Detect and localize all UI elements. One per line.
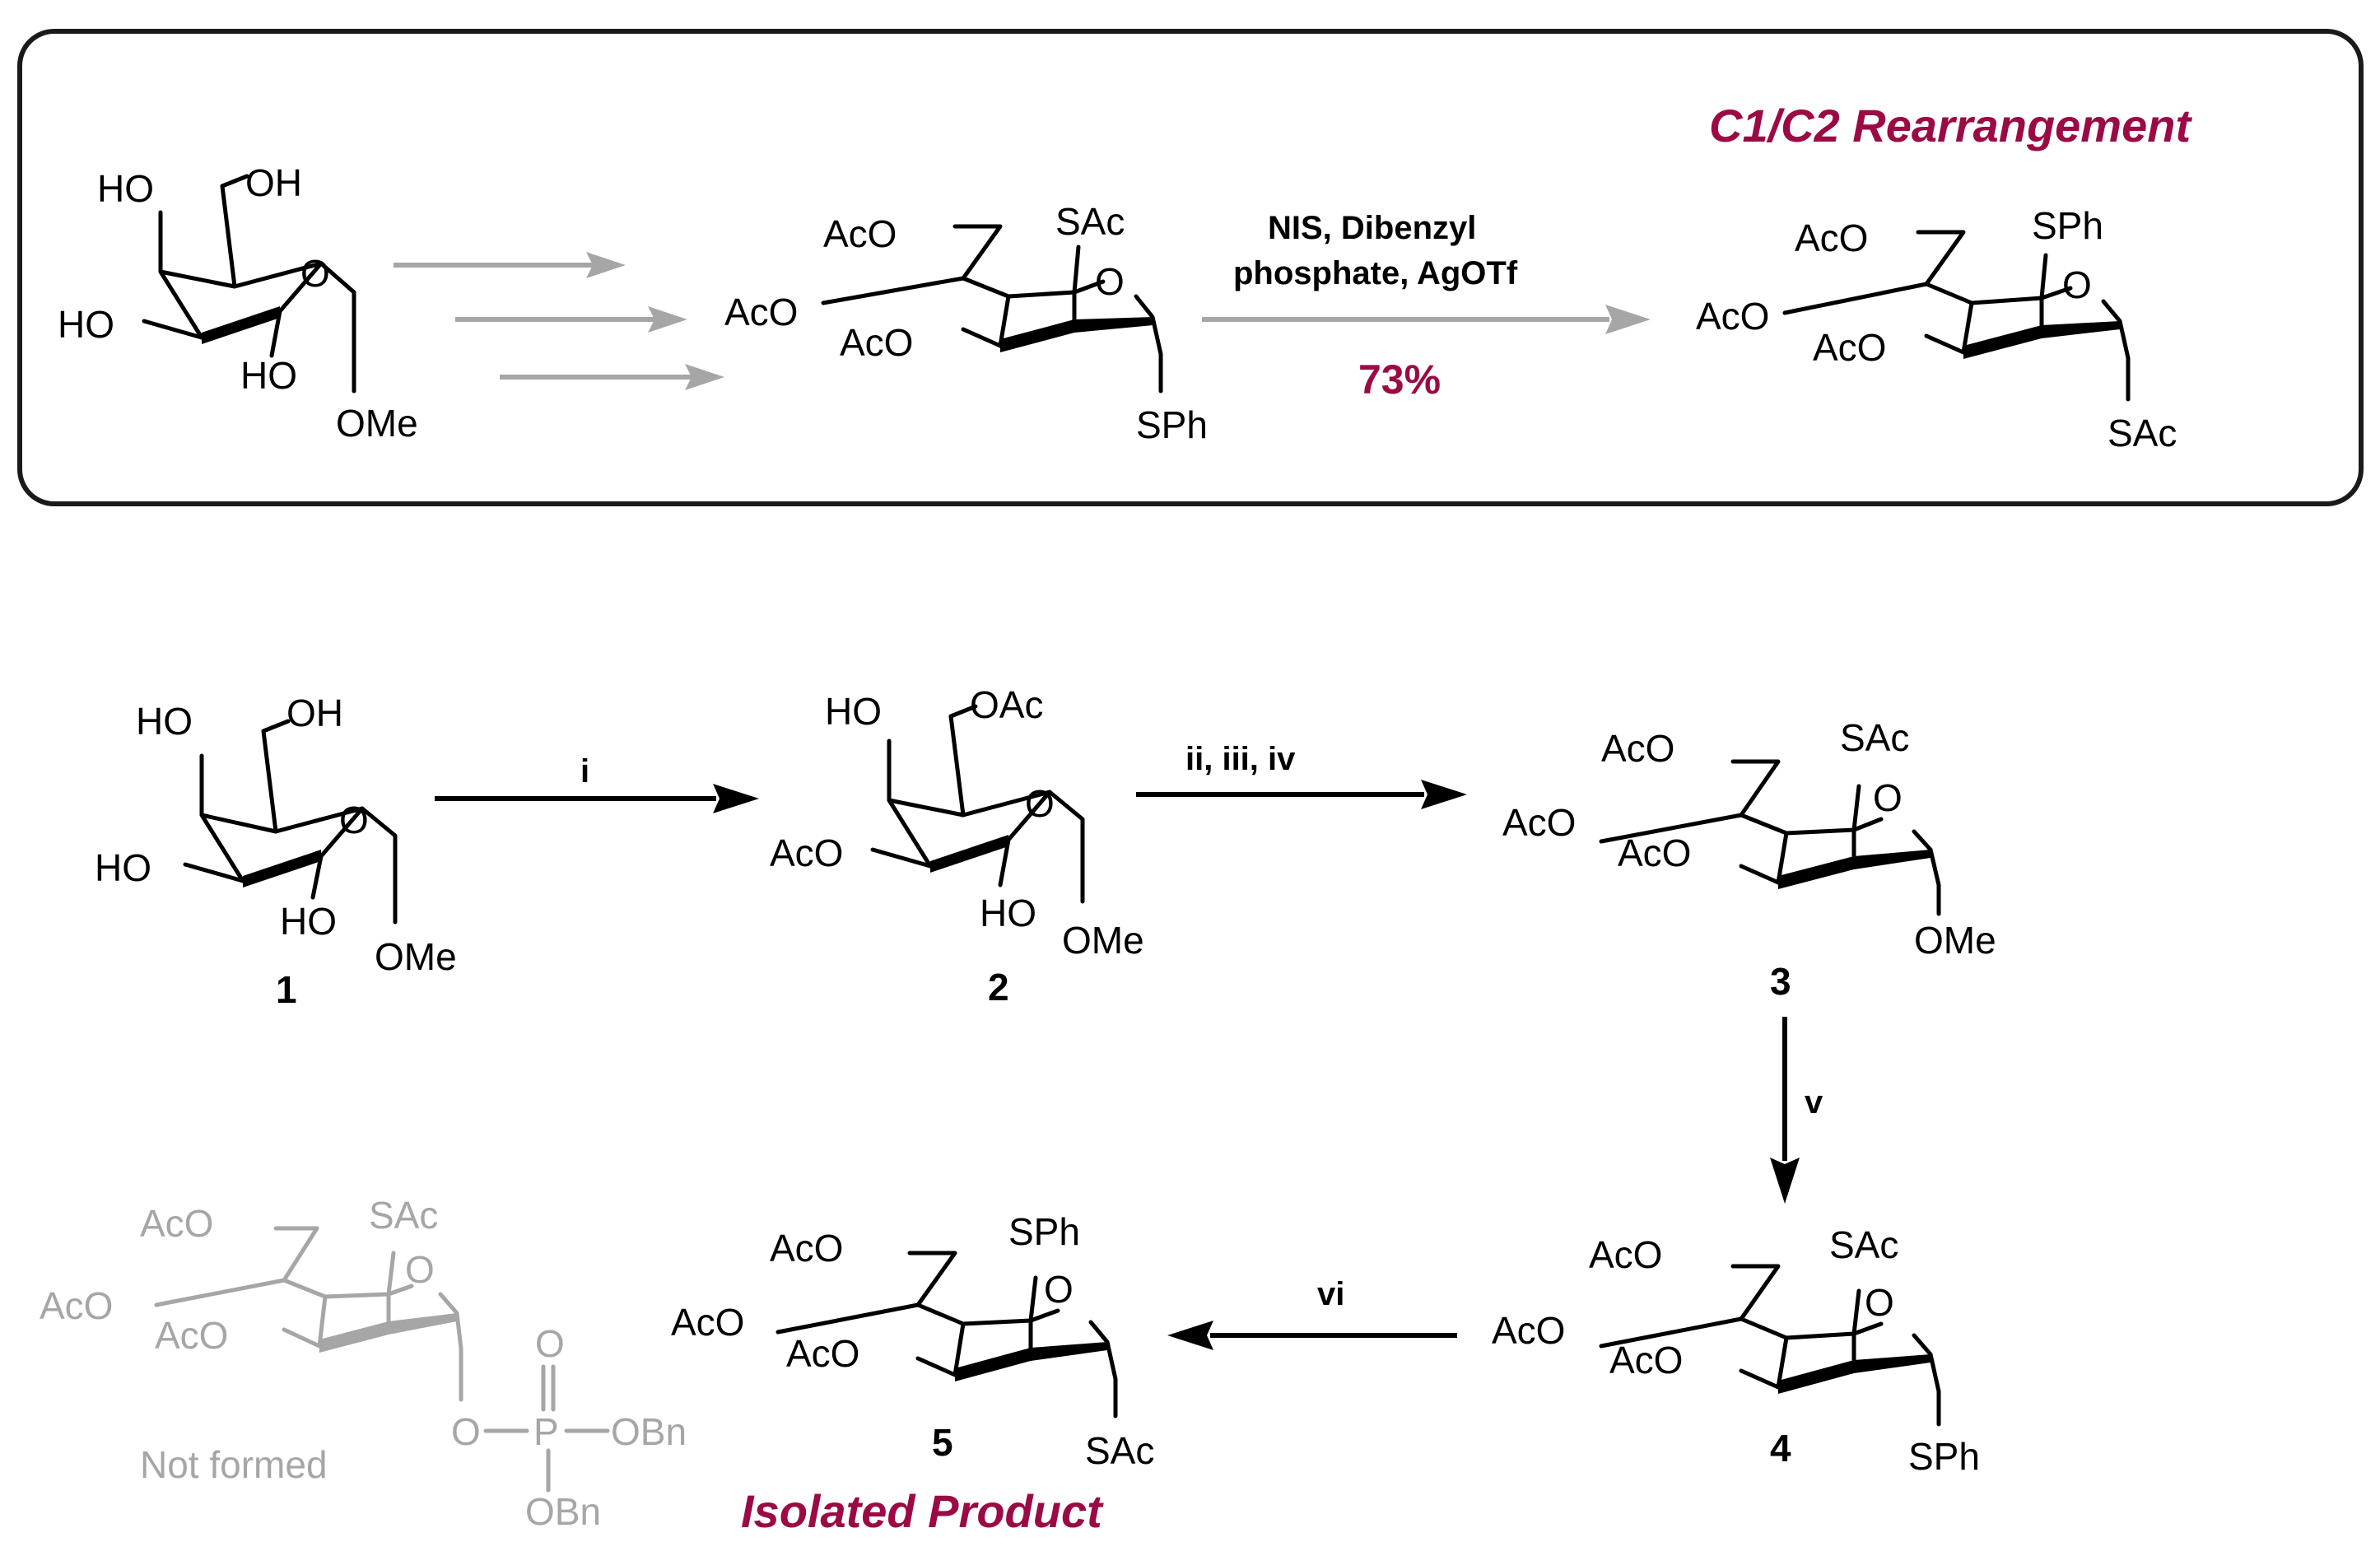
atom-label: AcO [40,1284,113,1327]
atom-label: O [300,252,330,295]
atom-label: SPh [1008,1210,1080,1253]
atom-label: ii, iii, iv [1185,741,1296,777]
step-arrow-vi: vi [1167,1276,1457,1350]
atom-label: HO [58,303,114,346]
atom-label: i [580,753,589,790]
atom-label: AcO [1601,727,1674,770]
atom-label: 5 [932,1421,953,1464]
atom-label: 2 [988,966,1009,1009]
atom-label: O [535,1322,565,1365]
atom-label: HO [95,846,151,889]
atom-label: OBn [525,1490,601,1533]
atom-label: AcO [1696,295,1769,338]
compound-1: HO OH O HO HO OMe 1 [95,692,457,1011]
atom-label: P [533,1410,559,1453]
atom-label: SAc [1840,716,1909,759]
atom-label: NIS, Dibenzyl [1268,210,1476,246]
atom-label: HO [825,690,882,733]
atom-label: O [2062,263,2092,306]
atom-label: v [1805,1084,1823,1120]
atom-label: OH [286,692,343,734]
atom-label: OBn [611,1410,687,1453]
atom-label: O [339,799,369,841]
not-formed-caption: Not formed [140,1443,328,1486]
atom-label: AcO [1589,1233,1662,1276]
atom-label: 4 [1770,1427,1791,1470]
atom-label: O [1873,776,1903,819]
atom-label: AcO [840,321,913,364]
box-title: C1/C2 Rearrangement [1709,100,2192,151]
box-start-galactoside: HO OH O HO HO OMe [58,161,418,445]
box-reaction-arrow: NIS, Dibenzyl phosphate, AgOTf 73% [1202,210,1651,403]
summary-box [17,29,2364,506]
atom-label: HO [280,900,337,943]
atom-label: AcO [1813,326,1886,369]
atom-label: OMe [1914,919,1996,962]
step-arrow-ii-iii-iv: ii, iii, iv [1136,741,1467,809]
atom-label: HO [97,167,154,210]
atom-label: vi [1317,1276,1344,1312]
compound-3: AcO SAc O AcO AcO OMe 3 [1502,716,1996,1003]
atom-label: O [451,1410,481,1453]
compound-2: HO OAc O AcO HO OMe 2 [770,683,1144,1009]
atom-label: HO [136,700,193,743]
atom-label: SPh [1136,403,1208,446]
box-intermediate: AcO SAc O AcO AcO SPh [724,200,1208,446]
box-yield: 73% [1358,356,1441,403]
atom-label: 1 [276,968,297,1011]
atom-label: OAc [970,683,1043,726]
atom-label: O [1044,1268,1074,1311]
atom-label: AcO [155,1314,228,1357]
atom-label: O [1025,782,1055,825]
atom-label: AcO [1502,801,1576,844]
atom-label: O [405,1248,435,1291]
phosphate-not-formed: AcO SAc O AcO AcO O P O OBn OBn Not form… [40,1194,687,1533]
isolated-product-caption: Isolated Product [741,1485,1104,1537]
atom-label: SAc [2108,412,2177,454]
box-product: AcO SPh O AcO AcO SAc [1696,204,2177,454]
atom-label: AcO [1609,1339,1683,1381]
atom-label: AcO [140,1202,213,1245]
atom-label: SAc [369,1194,438,1237]
compound-4: AcO SAc O AcO AcO SPh 4 [1492,1223,1980,1478]
atom-label: SPh [2032,204,2103,247]
atom-label: AcO [770,832,843,874]
atom-label: SAc [1085,1429,1154,1472]
step-arrow-v: v [1770,1017,1823,1204]
atom-label: O [1865,1281,1894,1324]
atom-label: 3 [1770,960,1791,1003]
atom-label: phosphate, AgOTf [1233,255,1518,291]
atom-label: OH [245,161,302,204]
atom-label: AcO [823,212,897,255]
compound-5: AcO SPh O AcO AcO SAc 5 Isolated Product [671,1210,1154,1537]
atom-label: SAc [1055,200,1125,243]
atom-label: O [1095,260,1125,303]
atom-label: AcO [671,1301,744,1344]
atom-label: AcO [1492,1309,1565,1352]
atom-label: AcO [724,291,798,333]
atom-label: HO [980,892,1036,934]
atom-label: SPh [1908,1435,1980,1478]
atom-label: AcO [786,1332,859,1375]
atom-label: SAc [1829,1223,1898,1266]
box-multistep-arrows [394,252,724,390]
atom-label: OMe [375,935,457,978]
atom-label: OMe [1062,919,1144,962]
atom-label: AcO [1618,832,1691,874]
step-arrow-i: i [435,753,759,813]
atom-label: AcO [1795,217,1868,259]
atom-label: HO [240,354,297,397]
atom-label: AcO [770,1227,843,1269]
atom-label: OMe [336,402,418,445]
